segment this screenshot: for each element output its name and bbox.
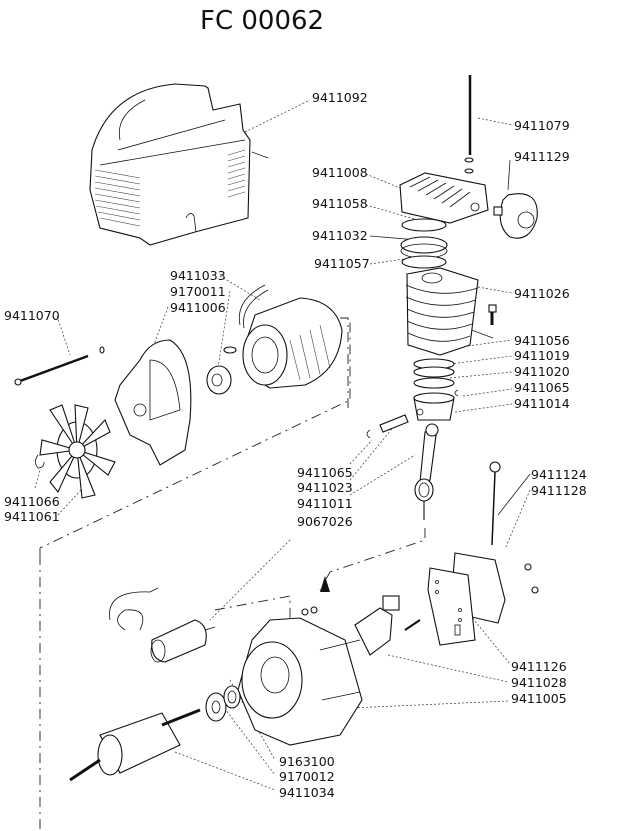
part-label: 9411092 [312,90,368,105]
part-label: 9411128 [531,483,587,498]
rear-bearing-part [206,365,232,395]
part-label: 9411065 [297,465,353,480]
part-label: 9411008 [312,165,368,180]
part-label: 9411032 [312,228,368,243]
assembly-arrow-icon [320,576,330,592]
part-label: 9411126 [511,659,567,674]
cylinder-head-part [399,172,489,224]
part-label: 9411124 [531,467,587,482]
part-label: 9411065 [514,380,570,395]
front-bearing-part [205,685,241,722]
piston-assembly-part [413,358,459,421]
part-label: 9411066 [4,494,60,509]
part-label: 9411026 [514,286,570,301]
leader-lines [34,99,531,830]
part-label: 9411028 [511,675,567,690]
motor-cover-part [89,83,269,246]
part-label: 9170012 [279,769,335,784]
part-label: 9411023 [297,480,353,495]
cylinder-part [405,267,479,356]
part-label: 9411019 [514,348,570,363]
stator-part [223,284,349,410]
part-label: 9170011 [170,284,226,299]
conrod-assembly-part [366,414,439,520]
part-label: 9411011 [297,496,353,511]
part-label: 9411020 [514,364,570,379]
dipstick-part [489,461,501,546]
part-label: 9411014 [514,396,570,411]
part-label: 9163100 [279,754,335,769]
part-label: 9411034 [279,785,335,800]
part-label: 9067026 [297,514,353,529]
part-label: 9411061 [4,509,60,524]
part-label: 9411056 [514,333,570,348]
eccentric-part [354,595,421,656]
crankcase-cover-part [427,552,539,646]
capacitor-part [109,587,216,663]
tie-rod-part [464,75,474,174]
part-label: 9411129 [514,149,570,164]
part-label: 9411070 [4,308,60,323]
screw-part [488,304,497,325]
fan-part [35,404,116,499]
long-bolt-part [14,346,105,386]
gaskets-part [400,218,448,269]
crankcase-part [237,606,363,746]
part-label: 9411033 [170,268,226,283]
fan-cover-part [114,339,192,466]
part-label: 9411057 [314,256,370,271]
part-label: 9411058 [312,196,368,211]
air-filter-part [493,193,538,239]
part-label: 9411005 [511,691,567,706]
diagram-title: FC 00062 [200,6,325,36]
part-label: 9411006 [170,300,226,315]
rotor-part [69,708,201,782]
part-label: 9411079 [514,118,570,133]
